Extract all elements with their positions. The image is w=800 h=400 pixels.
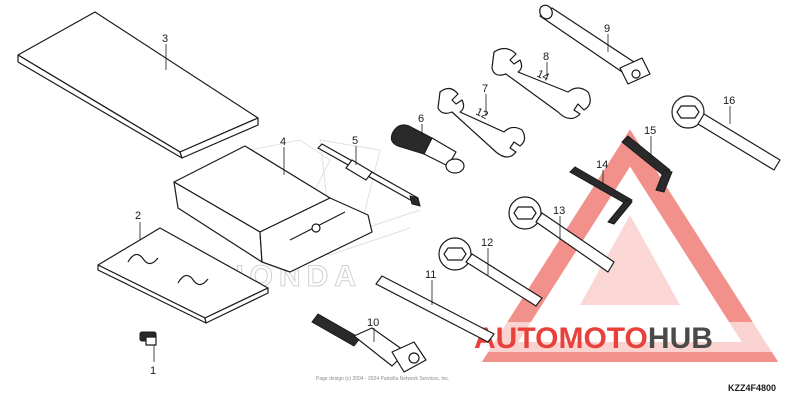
callout-16: 16 — [723, 95, 735, 107]
part-6-screwdriver-handle[interactable] — [390, 124, 465, 174]
callout-1: 1 — [150, 365, 156, 377]
watermark-moto: MOTO — [558, 322, 647, 355]
part-4-tool-bag[interactable] — [173, 145, 373, 273]
part-10-plug-wrench[interactable] — [311, 313, 427, 373]
part-16-ring-wrench[interactable] — [671, 95, 781, 171]
part-9-socket-tube[interactable] — [537, 3, 651, 85]
part-12-ring-wrench[interactable] — [438, 237, 543, 307]
part-13-ring-wrench[interactable] — [508, 196, 615, 273]
callout-4: 4 — [280, 136, 286, 148]
callout-5: 5 — [352, 135, 358, 147]
callout-11: 11 — [425, 269, 436, 281]
part-5-screwdriver-blade[interactable] — [317, 143, 421, 207]
automotohub-watermark: AUTOMOTOHUB — [470, 129, 788, 362]
part-1-clip[interactable] — [139, 331, 157, 346]
callout-7: 7 — [482, 83, 488, 95]
part-2-document-folder[interactable] — [97, 227, 269, 324]
callout-numbers: 1 2 3 4 5 6 7 8 9 10 11 12 13 14 15 16 — [135, 23, 735, 377]
callout-12: 12 — [481, 237, 493, 249]
callout-10: 10 — [367, 317, 379, 329]
callout-9: 9 — [604, 23, 610, 35]
watermark-hub: HUB — [648, 322, 713, 355]
copyright-notice: Page design (c) 2004 - 2024 Partzilla Ne… — [316, 376, 449, 382]
part-7-wrench[interactable]: 12 — [437, 87, 526, 158]
part-14-hex-key[interactable] — [569, 166, 633, 225]
callout-6: 6 — [418, 113, 424, 125]
part-8-wrench[interactable]: 14 — [491, 47, 591, 120]
diagram-code: KZZ4F4800 — [728, 383, 776, 393]
callout-2: 2 — [135, 210, 141, 222]
callout-3: 3 — [162, 33, 168, 45]
part-15-hex-key[interactable] — [621, 135, 673, 193]
callout-13: 13 — [553, 205, 565, 217]
callout-15: 15 — [644, 125, 656, 137]
leader-lines — [139, 34, 731, 362]
part-11-flat-bar[interactable] — [375, 275, 495, 343]
callout-14: 14 — [596, 159, 608, 171]
svg-text:AUTOMOTOHUB: AUTOMOTOHUB — [474, 322, 713, 355]
callout-8: 8 — [543, 51, 549, 63]
part-3-manual[interactable] — [17, 11, 259, 159]
